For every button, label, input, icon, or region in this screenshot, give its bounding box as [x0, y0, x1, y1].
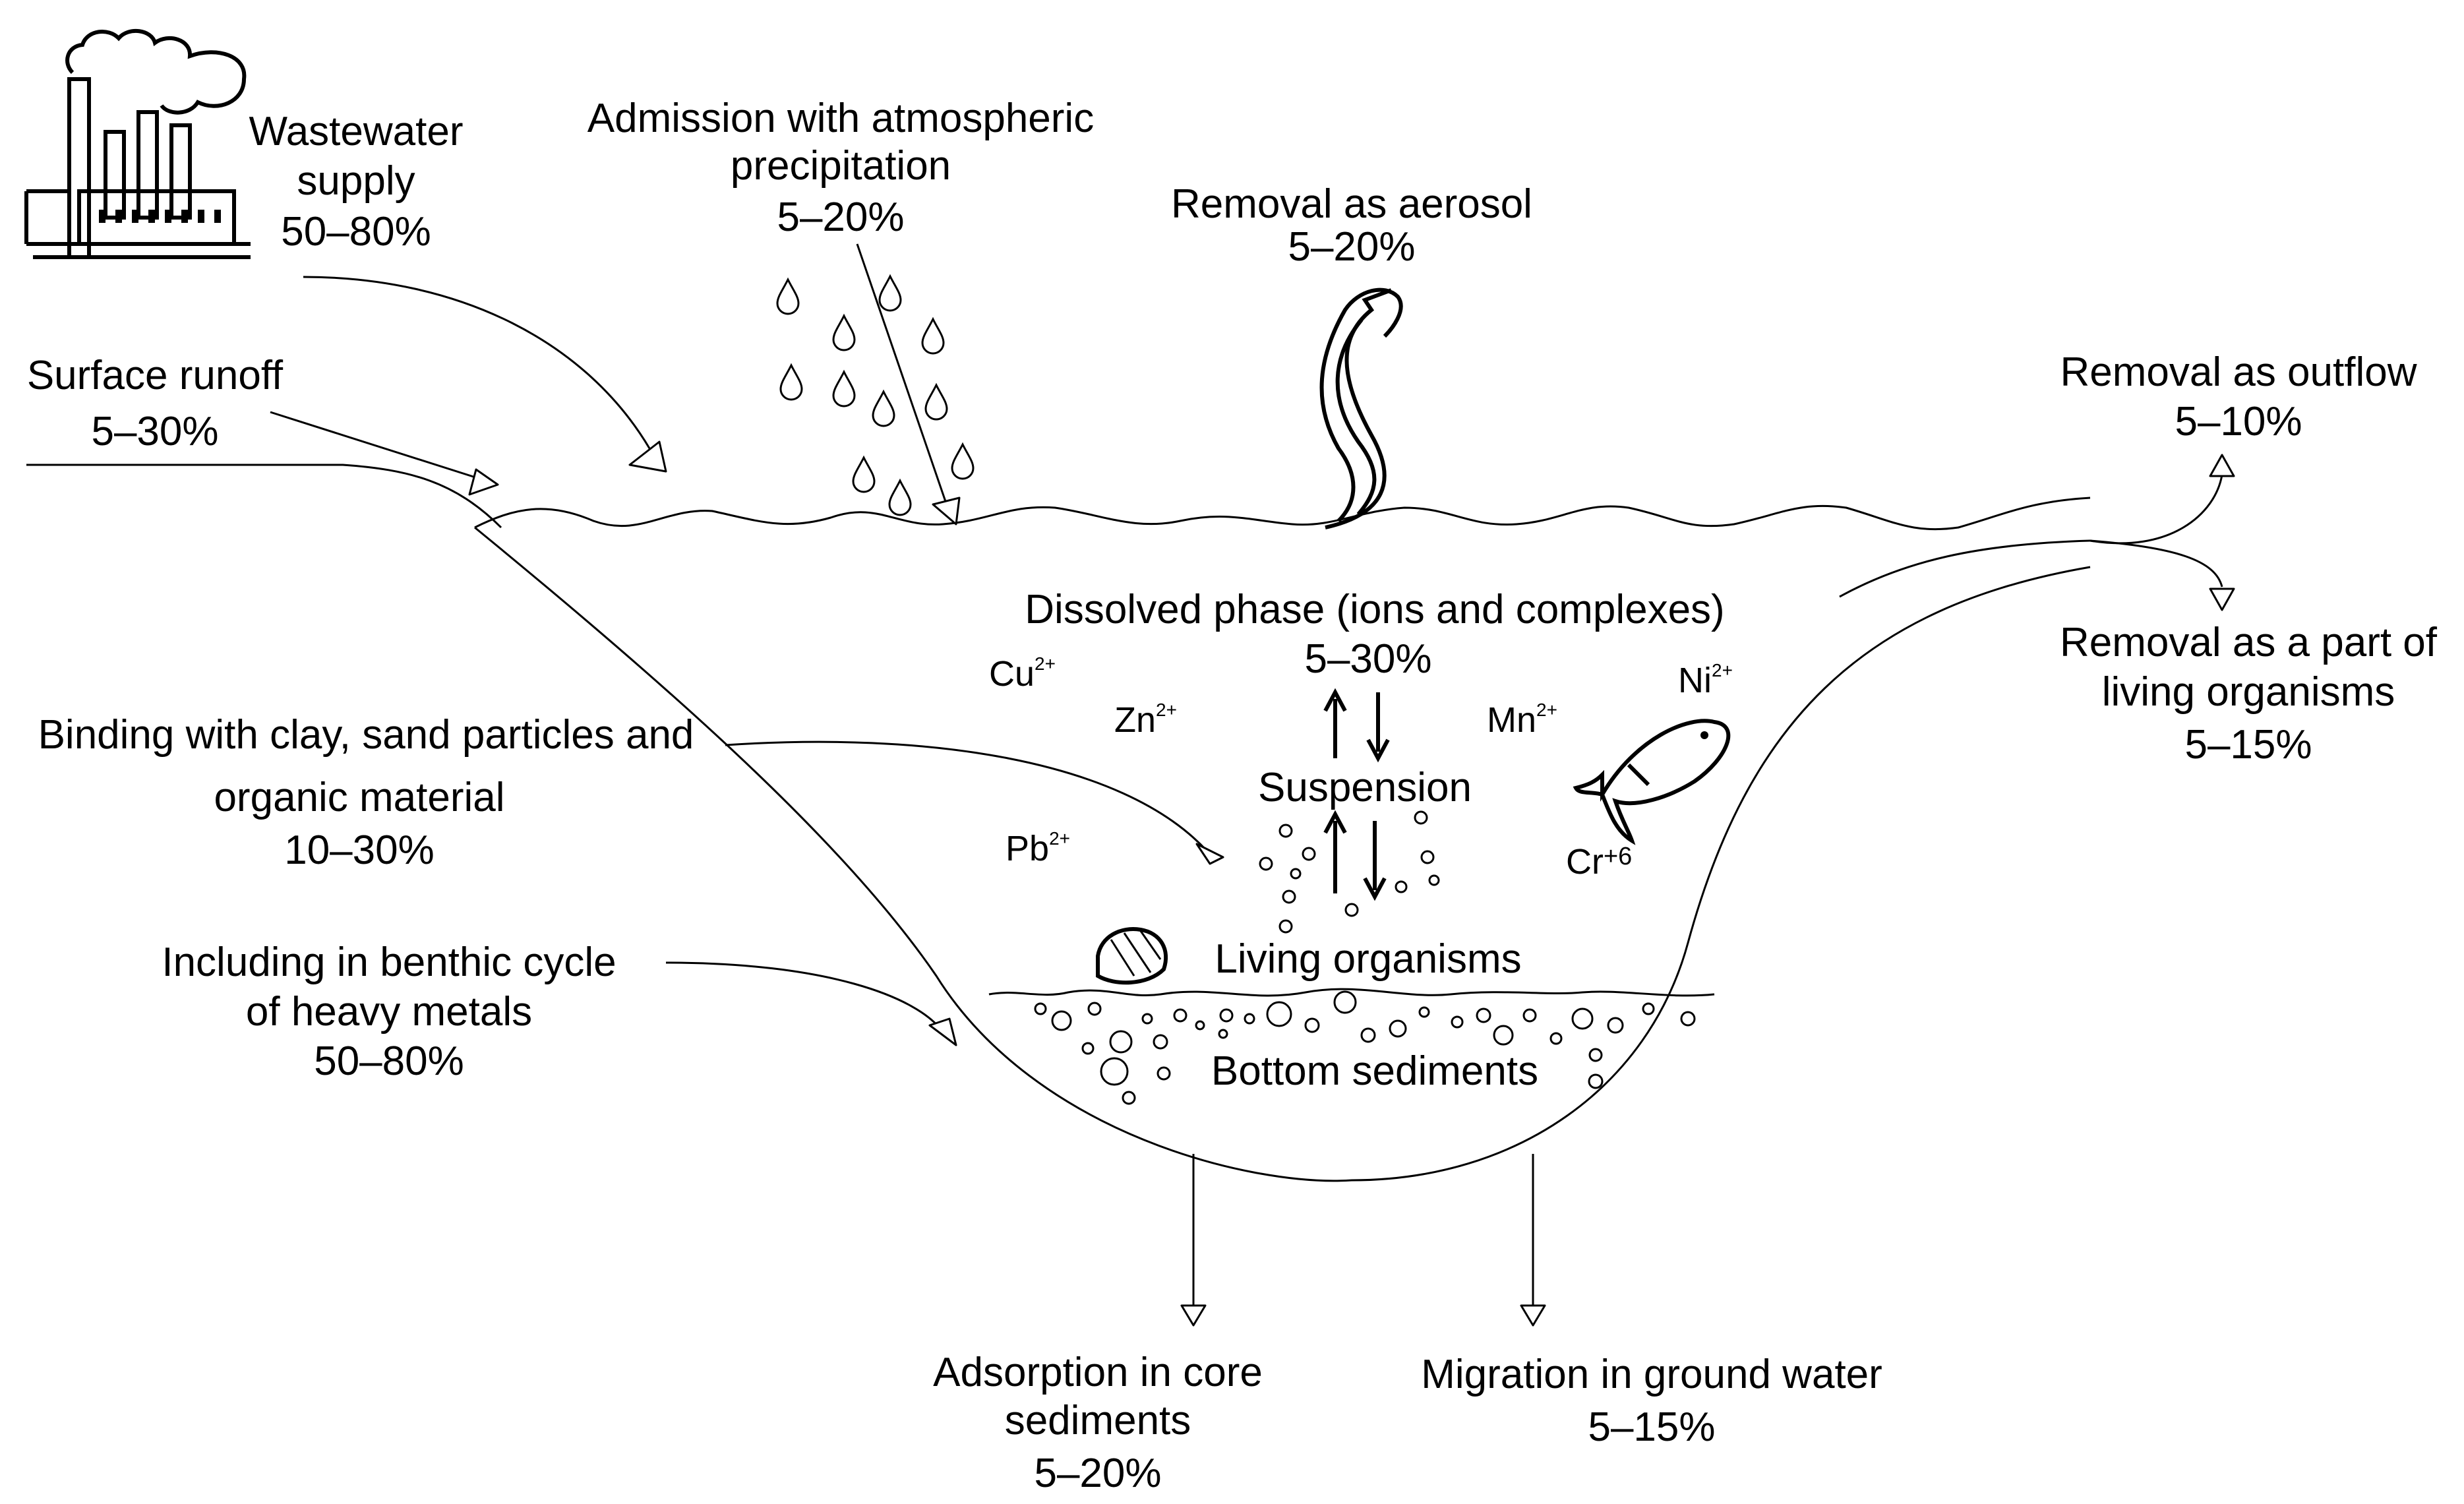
- ion-mn: Mn2+: [1487, 700, 1557, 740]
- svg-text:of heavy metals: of heavy metals: [246, 989, 532, 1035]
- ion-cr: Cr+6: [1566, 842, 1632, 882]
- label-dissolved: Dissolved phase (ions and complexes) 5–3…: [1025, 587, 1724, 682]
- label-binding: Binding with clay, sand particles and or…: [38, 712, 694, 873]
- raindrop-icon: [776, 275, 975, 516]
- sediment-surface: [988, 988, 1715, 997]
- svg-text:living organisms: living organisms: [2102, 669, 2395, 715]
- basin-outline: [474, 526, 2091, 1182]
- ion-zn: Zn2+: [1114, 700, 1177, 740]
- svg-text:Removal as aerosol: Removal as aerosol: [1171, 181, 1532, 227]
- svg-text:Binding with clay, sand partic: Binding with clay, sand particles and: [38, 712, 694, 758]
- svg-text:Adsorption in core: Adsorption in core: [933, 1350, 1263, 1395]
- svg-text:Removal as outflow: Removal as outflow: [2060, 349, 2417, 395]
- svg-text:5–15%: 5–15%: [2184, 722, 2312, 767]
- ion-cu: Cu2+: [989, 653, 1056, 694]
- svg-text:10–30%: 10–30%: [284, 827, 435, 873]
- ion-pb: Pb2+: [1006, 828, 1070, 868]
- svg-text:sediments: sediments: [1005, 1398, 1191, 1443]
- label-bottom-sediments: Bottom sediments: [1211, 1048, 1538, 1094]
- label-atmospheric: Admission with atmospheric precipitation…: [587, 96, 1094, 240]
- label-suspension: Suspension: [1258, 765, 1472, 810]
- svg-text:precipitation: precipitation: [731, 143, 951, 189]
- suspension-particles: [1259, 810, 1440, 934]
- svg-text:Including in benthic cycle: Including in benthic cycle: [162, 940, 616, 985]
- svg-text:5–15%: 5–15%: [1588, 1404, 1715, 1450]
- label-migration: Migration in ground water 5–15%: [1421, 1352, 1882, 1450]
- svg-text:Dissolved phase (ions and comp: Dissolved phase (ions and complexes): [1025, 587, 1724, 632]
- svg-text:organic material: organic material: [214, 775, 504, 820]
- svg-text:5–30%: 5–30%: [91, 409, 218, 454]
- aerosol-plume-icon: [1319, 287, 1403, 529]
- svg-text:5–20%: 5–20%: [777, 195, 904, 240]
- fish-icon: [1573, 719, 1731, 845]
- svg-text:Wastewater: Wastewater: [249, 109, 463, 154]
- label-living-organisms: Living organisms: [1215, 936, 1521, 982]
- svg-text:5–20%: 5–20%: [1034, 1451, 1161, 1496]
- svg-text:50–80%: 50–80%: [314, 1038, 464, 1084]
- factory-icon: [24, 28, 251, 259]
- water-surface: [474, 496, 2091, 531]
- svg-text:Surface runoff: Surface runoff: [27, 353, 284, 398]
- left-bank-line: [26, 464, 502, 529]
- sediment-particle-icon: [1034, 990, 1696, 1105]
- ion-ni: Ni2+: [1678, 660, 1733, 700]
- svg-text:supply: supply: [297, 158, 415, 204]
- svg-text:Removal as a part of: Removal as a part of: [2060, 620, 2438, 665]
- svg-text:5–10%: 5–10%: [2175, 399, 2302, 444]
- svg-text:5–20%: 5–20%: [1288, 224, 1415, 270]
- label-benthic: Including in benthic cycle of heavy meta…: [162, 940, 616, 1084]
- svg-text:5–30%: 5–30%: [1304, 636, 1431, 682]
- label-adsorption: Adsorption in core sediments 5–20%: [933, 1350, 1263, 1496]
- label-living-removal: Removal as a part of living organisms 5–…: [2060, 620, 2438, 767]
- svg-text:Migration in ground water: Migration in ground water: [1421, 1352, 1882, 1397]
- shell-icon: [1096, 927, 1168, 985]
- svg-text:50–80%: 50–80%: [281, 209, 431, 255]
- equilibrium-arrows: [1323, 688, 1390, 901]
- svg-text:Admission with atmospheric: Admission with atmospheric: [587, 96, 1094, 141]
- label-aerosol: Removal as aerosol 5–20%: [1171, 181, 1532, 270]
- label-outflow: Removal as outflow 5–10%: [2060, 349, 2417, 444]
- label-wastewater: Wastewater supply 50–80%: [249, 109, 463, 255]
- label-runoff: Surface runoff 5–30%: [27, 353, 284, 454]
- water-basin: [26, 454, 2235, 1182]
